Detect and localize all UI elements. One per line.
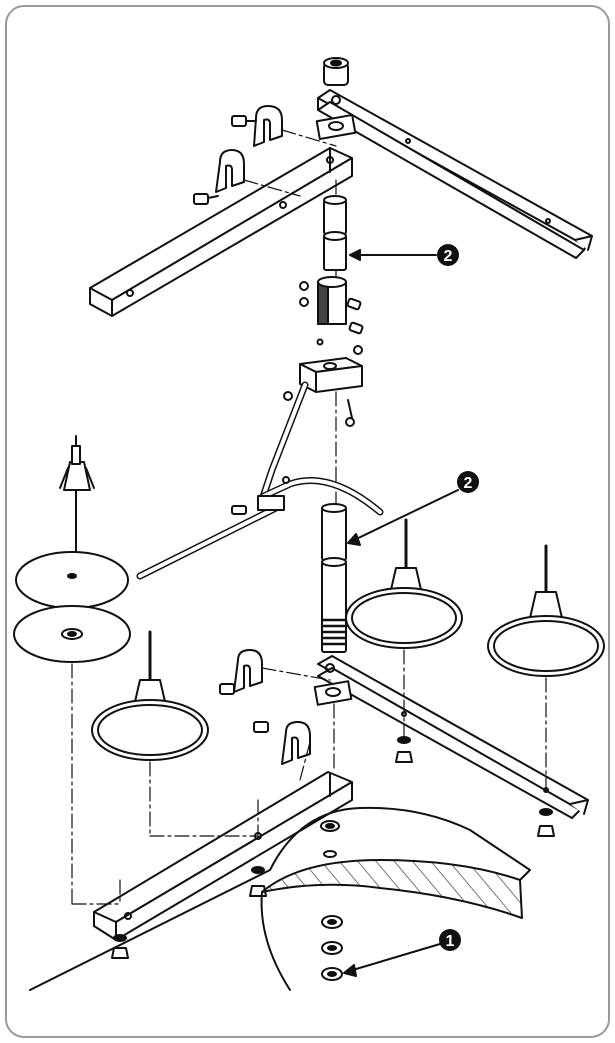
cable-clamp-upper-1	[231, 105, 283, 147]
callout-badge-icon	[437, 244, 459, 266]
callout-badge-icon	[439, 929, 461, 951]
washer-stack-lower	[321, 915, 343, 981]
callout-2-upper: 2	[437, 244, 459, 266]
assembly-guide-lines-lower	[71, 649, 547, 905]
cable-clamp-upper-2	[193, 149, 245, 205]
callout-2-lower-leader	[349, 489, 459, 543]
lower-spool-arm-left	[93, 771, 353, 941]
cable-clamp-lower-2	[253, 721, 311, 765]
spool-plate-right	[487, 615, 605, 677]
callout-2-lower: 2	[457, 471, 479, 493]
spool-plate-left-upper	[15, 551, 129, 609]
rod-top-cap	[323, 57, 349, 86]
callout-1-leader	[345, 943, 441, 973]
table-top	[29, 806, 531, 991]
callout-1-label: 1	[446, 933, 455, 950]
cable-clamp-lower-1	[219, 649, 263, 695]
callout-badge-icon	[457, 471, 479, 493]
spool-plate-middle-right	[345, 587, 463, 649]
callout-2-upper-label: 2	[444, 248, 453, 265]
upper-spool-arm-right	[315, 89, 593, 259]
thread-stand-rod-upper	[323, 195, 347, 271]
lower-spool-arm-right	[313, 655, 589, 819]
callout-1: 1	[439, 929, 461, 951]
nut-washer-set	[111, 736, 555, 959]
spool-plate-middle-left	[91, 699, 209, 761]
spool-plate-left-lower	[13, 605, 131, 663]
callout-2-lower-label: 2	[464, 475, 473, 492]
thread-stand-rod-middle	[320, 503, 348, 653]
upper-spool-arm-left	[89, 147, 353, 317]
spool-pin-left-top	[59, 435, 95, 567]
rod-joint-block	[299, 276, 364, 355]
thread-guide-bar	[136, 381, 384, 580]
